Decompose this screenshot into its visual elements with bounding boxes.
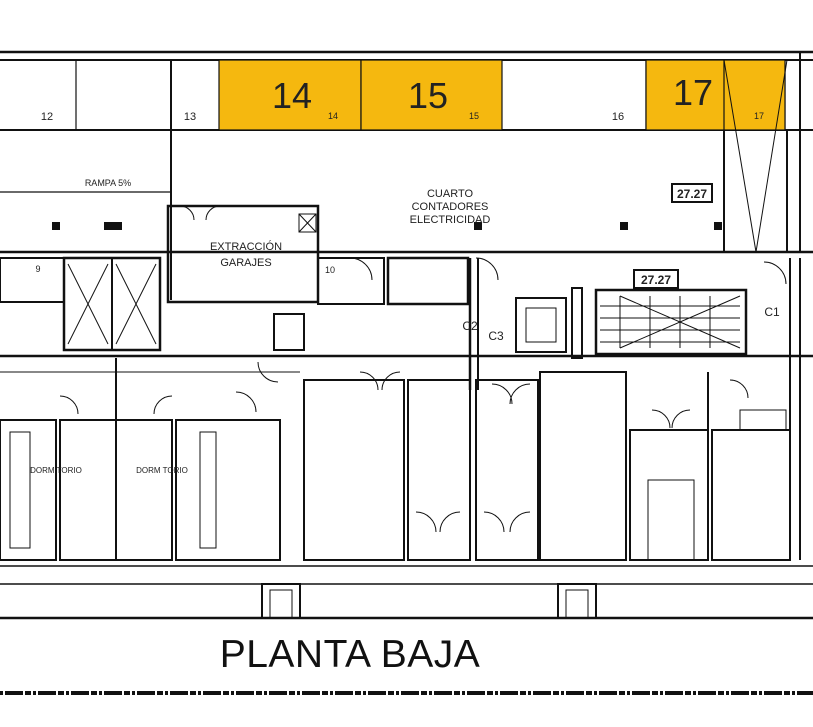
c3-label: C3 [488, 329, 504, 343]
parking-space-17 [645, 59, 786, 131]
c2-label: C2 [462, 319, 478, 333]
space-16-label: 16 [612, 111, 624, 123]
dormitorio-a-label: DORM TORIO [30, 466, 82, 475]
c1-label: C1 [764, 305, 780, 319]
cuarto-label-3: ELECTRICIDAD [410, 214, 491, 226]
space-17-number: 17 [673, 72, 713, 113]
space-15-number: 15 [408, 75, 448, 116]
extraccion-label-2: GARAJES [220, 257, 271, 269]
level-mark-top: 27.27 [677, 187, 707, 201]
space-14-number: 14 [272, 75, 312, 116]
cuarto-label-1: CUARTO [427, 188, 473, 200]
room-10-label: 10 [325, 265, 335, 275]
space-17-small: 17 [754, 111, 764, 121]
room-9-label: 9 [35, 264, 40, 274]
level-mark-top-box [671, 183, 713, 203]
level-mark-stair: 27.27 [641, 273, 671, 287]
space-13-label: 13 [184, 111, 196, 123]
dormitorio-b-label: DORM TORIO [136, 466, 188, 475]
level-mark-stair-box [633, 269, 679, 289]
cuarto-label-2: CONTADORES [412, 201, 489, 213]
parking-space-14 [218, 59, 362, 131]
space-14-small: 14 [328, 111, 338, 121]
plan-title: PLANTA BAJA [219, 633, 481, 676]
extraccion-label-1: EXTRACCIÓN [210, 240, 282, 253]
space-12-label: 12 [41, 111, 53, 123]
space-15-small: 15 [469, 111, 479, 121]
ramp-label: RAMPA 5% [85, 178, 131, 188]
parking-space-15 [360, 59, 503, 131]
